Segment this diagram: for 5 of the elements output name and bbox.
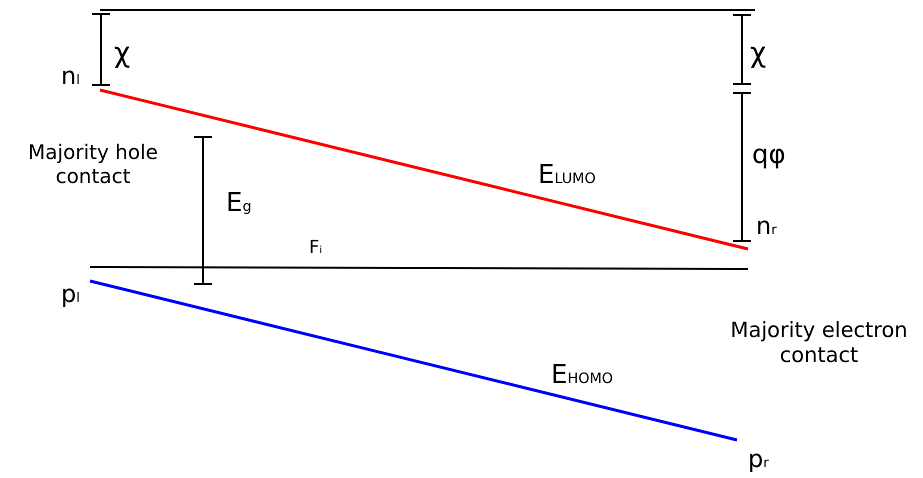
contact-label: Majority electron contact (729, 318, 909, 368)
symbol-label: χ (114, 36, 130, 70)
contact-label: Majority hole contact (27, 140, 159, 188)
symbol-label: χ (750, 36, 766, 70)
symbol-label: qφ (752, 140, 786, 172)
